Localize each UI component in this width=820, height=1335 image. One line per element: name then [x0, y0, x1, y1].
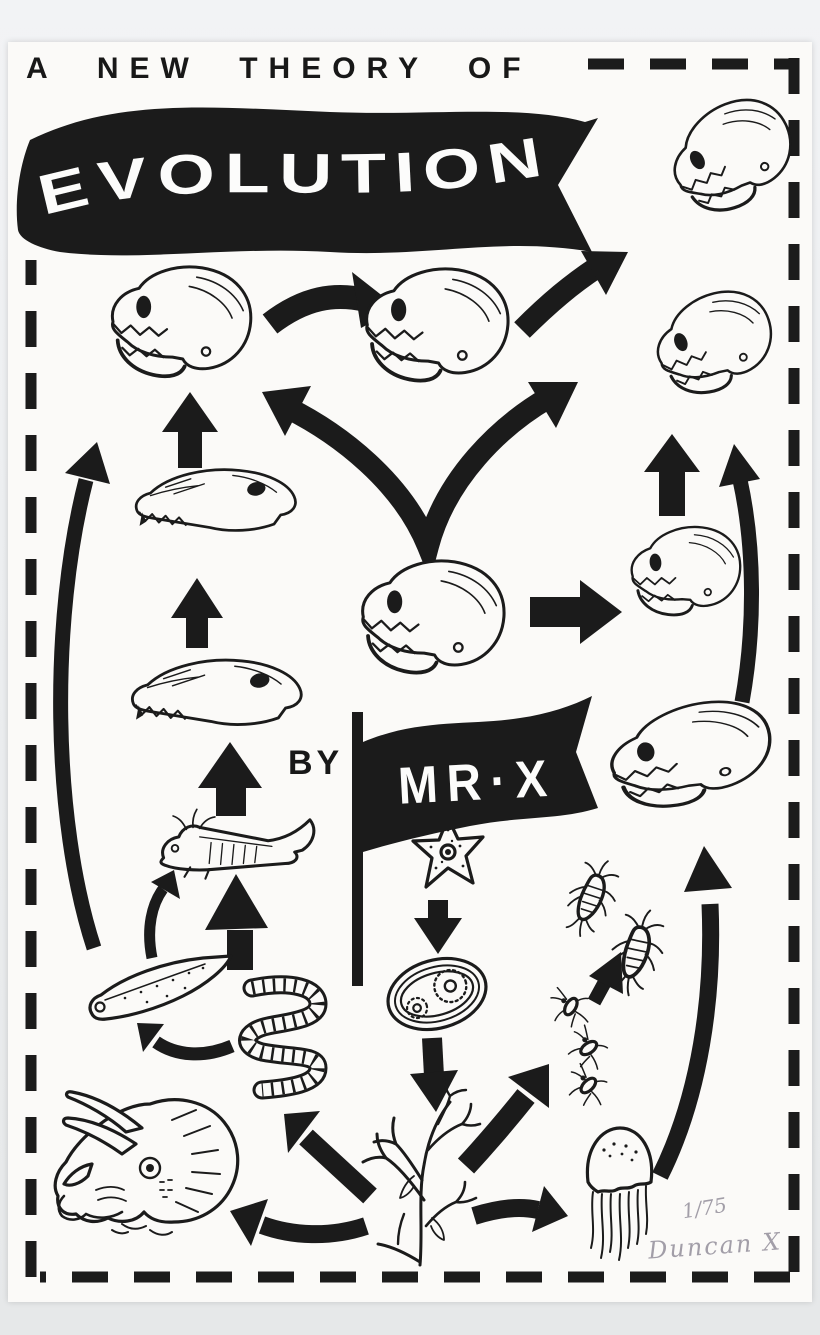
robust-hominid-skull-icon [626, 520, 747, 621]
worm-icon [238, 975, 328, 1100]
arrow-worm-to-eel [137, 1023, 235, 1061]
arrow-coral-to-midges [457, 1064, 549, 1174]
gorilla-skull-1-icon [654, 80, 812, 229]
eel-icon [88, 954, 233, 1021]
arrow-robust-to-gorilla2 [644, 434, 700, 516]
arrow-chimp-to-gorilla1 [514, 251, 628, 338]
chimpanzee-skull-icon [364, 267, 510, 383]
flag-pole [352, 712, 363, 986]
silverfish-icon [602, 902, 673, 1003]
australopithecus-skull-icon [360, 559, 506, 675]
arrow-starfish-to-cell [414, 900, 462, 954]
silverfish-icon [556, 851, 628, 945]
arrow-coral-to-triceratops [230, 1199, 369, 1246]
arrow-coral-to-worm [284, 1111, 377, 1204]
arrow-cell-to-coral [410, 1037, 458, 1112]
arrow-jellyfish-to-elongated [652, 846, 732, 1180]
arrow-elongated-to-gorilla2 [719, 444, 760, 704]
arrow-fox-to-monkey [162, 392, 218, 468]
arrow-fork-center [262, 382, 578, 581]
arrow-eel-to-monkey [53, 442, 110, 951]
cynodont-skull-icon [130, 658, 303, 726]
flag: MR·X [352, 696, 598, 986]
monkey-skull-icon [110, 265, 253, 379]
dashed-border [25, 58, 800, 1283]
arrow-center-to-robust [530, 580, 622, 644]
arrow-worm-to-salamander [205, 874, 268, 970]
title-banner-ribbon: EVOLUTION [16, 107, 599, 256]
arrow-coral-to-jellyfish [471, 1186, 568, 1232]
arrow-salamander-to-cynodont [198, 742, 262, 816]
protozoan-cell-icon [386, 956, 488, 1032]
jellyfish-icon [585, 1126, 654, 1261]
triceratops-icon [53, 1090, 240, 1236]
arrows [53, 251, 760, 1246]
byline-text: BY [288, 744, 344, 782]
poster-title: A NEW THEORY OF [26, 52, 532, 85]
arrow-midges-to-silverfish [587, 952, 623, 1006]
flag-text: MR·X [397, 750, 558, 816]
fox-skull-icon [134, 468, 297, 532]
elongated-hominid-skull-icon [602, 688, 781, 818]
midge-icon [564, 1021, 614, 1074]
midge-icon [547, 981, 594, 1032]
flag-ribbon [363, 696, 598, 852]
gorilla-skull-2-icon [642, 275, 788, 408]
arrow-cynodont-to-fox [171, 578, 223, 648]
coral-icon [361, 1076, 482, 1267]
arrow-eel-to-salamander [144, 870, 180, 960]
midge-icon [567, 1061, 610, 1109]
salamander-icon [159, 808, 316, 880]
